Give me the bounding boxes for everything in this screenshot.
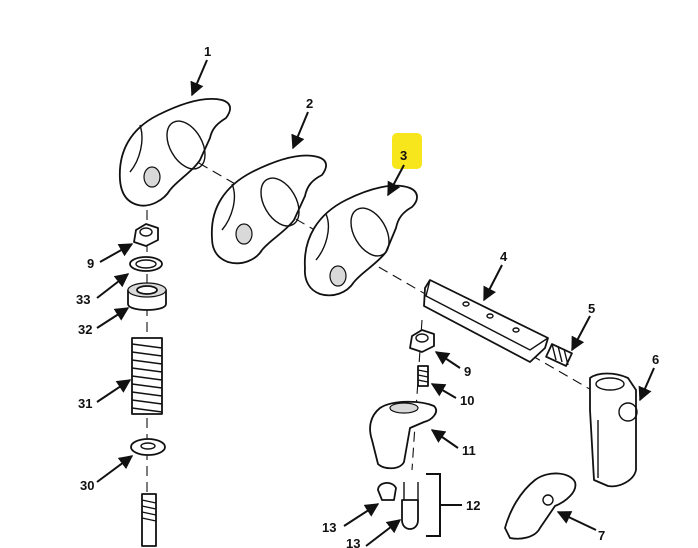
callout-highlight bbox=[392, 133, 422, 169]
callout-33: 33 bbox=[76, 292, 90, 307]
nut-9-right[interactable] bbox=[409, 329, 435, 353]
callout-4: 4 bbox=[500, 249, 508, 264]
rocker-shaft-4[interactable] bbox=[423, 279, 549, 363]
callout-5: 5 bbox=[588, 301, 595, 316]
spring-31[interactable] bbox=[131, 337, 163, 415]
callout-3: 3 bbox=[400, 148, 407, 163]
callout-6: 6 bbox=[652, 352, 659, 367]
bolt-5[interactable] bbox=[545, 343, 573, 367]
callout-1: 1 bbox=[204, 44, 211, 59]
stud[interactable] bbox=[141, 493, 157, 547]
callout-10: 10 bbox=[460, 393, 474, 408]
callout-32: 32 bbox=[78, 322, 92, 337]
support-bracket-6[interactable] bbox=[589, 372, 638, 488]
rocker-arm-3[interactable] bbox=[304, 184, 418, 297]
spring-cup-32[interactable] bbox=[127, 282, 167, 311]
nut-9-left[interactable] bbox=[133, 223, 159, 247]
callout-2: 2 bbox=[306, 96, 313, 111]
rocker-arm-2[interactable] bbox=[211, 154, 327, 265]
callout-labels: 1 2 3 4 5 6 7 9 9 10 11 12 13 13 30 31 3… bbox=[76, 44, 659, 548]
rocker-stand-11[interactable] bbox=[369, 400, 437, 470]
clip-13[interactable] bbox=[377, 482, 419, 530]
callout-31: 31 bbox=[78, 396, 92, 411]
callout-13-top: 13 bbox=[322, 520, 336, 535]
callout-9-right: 9 bbox=[464, 364, 471, 379]
callout-13-bottom: 13 bbox=[346, 536, 360, 548]
callout-11: 11 bbox=[462, 443, 476, 458]
callout-9-left: 9 bbox=[87, 256, 94, 271]
callout-7: 7 bbox=[598, 528, 605, 543]
rocker-stand-7[interactable] bbox=[504, 472, 577, 540]
ring-33[interactable] bbox=[129, 256, 163, 272]
washer-30[interactable] bbox=[130, 438, 166, 456]
callout-30: 30 bbox=[80, 478, 94, 493]
leader-lines bbox=[96, 59, 655, 547]
rocker-arm-1[interactable] bbox=[118, 97, 231, 207]
set-screw-10[interactable] bbox=[417, 365, 429, 387]
callout-12: 12 bbox=[466, 498, 480, 513]
